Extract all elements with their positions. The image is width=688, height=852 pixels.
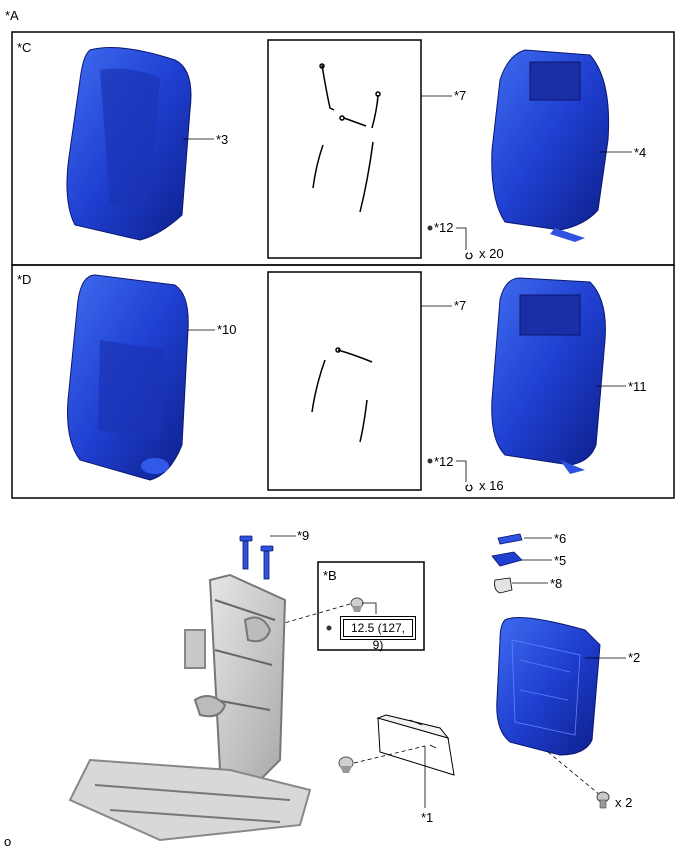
callout-7-top: *7 — [454, 88, 467, 103]
section-d-box — [11, 264, 675, 499]
torque-spec: 12.5 (127, 9) — [343, 619, 413, 652]
callout-12-bottom: *12 — [434, 454, 454, 469]
part-5 — [491, 551, 523, 567]
seatback-cover-3 — [66, 47, 192, 241]
callout-12-top: *12 — [434, 220, 454, 235]
corner-mark: o — [4, 834, 12, 849]
seatback-board-2 — [496, 617, 601, 756]
callout-10: *10 — [217, 322, 237, 337]
callout-9: *9 — [297, 528, 310, 543]
screw — [596, 791, 610, 809]
wire-set-top — [312, 63, 381, 213]
detail-box-b — [317, 561, 425, 651]
part-8 — [494, 577, 513, 594]
seatback-cover-11 — [491, 277, 606, 474]
quantity-screws: x 2 — [615, 795, 633, 810]
quantity-bottom: x 16 — [479, 478, 504, 493]
callout-8: *8 — [550, 576, 563, 591]
bolts-9 — [239, 535, 274, 580]
label-d: *D — [17, 272, 32, 287]
callout-3: *3 — [216, 132, 229, 147]
seatback-cover-4 — [491, 49, 610, 242]
clip-1 — [338, 756, 354, 773]
wire-set-bottom — [311, 347, 373, 443]
callout-7-bottom: *7 — [454, 298, 467, 313]
seat-frame — [68, 573, 312, 842]
part-6 — [497, 533, 523, 545]
clip-b — [350, 597, 364, 612]
label-a: *A — [5, 8, 19, 23]
callout-6: *6 — [554, 531, 567, 546]
callout-4: *4 — [634, 145, 647, 160]
seat-cover-1 — [376, 714, 455, 776]
label-c: *C — [17, 40, 32, 55]
callout-11: *11 — [628, 379, 647, 394]
wire-box-top — [267, 39, 422, 259]
callout-5: *5 — [554, 553, 567, 568]
wire-box-bottom — [267, 271, 422, 491]
torque-spec-box: 12.5 (127, 9) — [340, 616, 416, 652]
callout-1: *1 — [421, 810, 434, 825]
quantity-top: x 20 — [479, 246, 504, 261]
seatback-cover-10 — [67, 274, 189, 481]
label-b: *B — [323, 568, 337, 583]
callout-2: *2 — [628, 650, 641, 665]
